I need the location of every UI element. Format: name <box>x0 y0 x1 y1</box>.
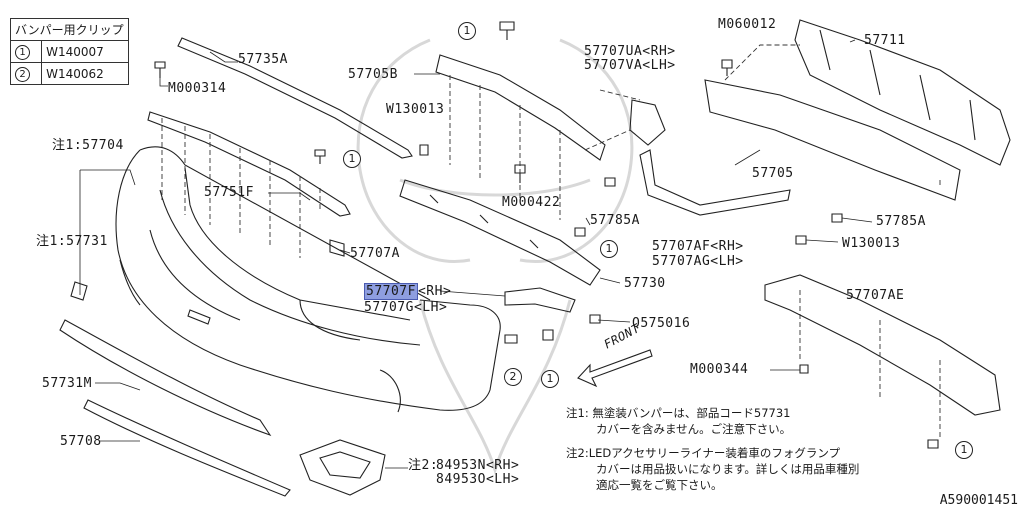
watermark-emblem <box>356 38 634 476</box>
absorber-57707ae <box>764 274 1001 416</box>
part-label-57707ae[interactable]: 57707AE <box>846 288 905 303</box>
part-label-57731m[interactable]: 57731M <box>42 376 92 391</box>
part-label-57707va[interactable]: 57707VA<LH> <box>584 58 676 73</box>
bracket-57707ua <box>629 99 666 146</box>
part-label-57707af[interactable]: 57707AF<RH> <box>652 239 744 254</box>
part-label-w130013[interactable]: W130013 <box>386 102 445 117</box>
fog-cover-84953 <box>299 439 386 496</box>
part-label-q575016[interactable]: Q575016 <box>632 316 691 331</box>
part-label-m000422[interactable]: M000422 <box>502 195 561 210</box>
part-label-m000314[interactable]: M000314 <box>168 81 227 96</box>
part-label-57707g[interactable]: 57707G<LH> <box>364 300 448 315</box>
strip-57708 <box>83 399 291 497</box>
note-2-line-2: カバーは用品扱いになります。詳しくは用品車種別 <box>596 462 860 476</box>
callout-1-icon: 1 <box>600 240 618 258</box>
part-label-57785a-right[interactable]: 57785A <box>876 214 926 229</box>
bracket-57707f <box>504 287 576 313</box>
clip-part-number: W140062 <box>41 62 129 85</box>
callout-1-icon: 1 <box>955 441 973 459</box>
part-label-57707ag[interactable]: 57707AG<LH> <box>652 254 744 269</box>
callout-1-icon: 1 <box>458 22 476 40</box>
part-label-57704[interactable]: 注1:57704 <box>52 138 124 153</box>
part-label-m000344[interactable]: M000344 <box>690 362 749 377</box>
part-label-57705[interactable]: 57705 <box>752 166 794 181</box>
strip-57735a <box>177 37 413 159</box>
callout-1-icon: 1 <box>541 370 559 388</box>
part-label-57785a-left[interactable]: 57785A <box>590 213 640 228</box>
part-label-57711[interactable]: 57711 <box>864 33 906 48</box>
part-label-m060012[interactable]: M060012 <box>718 17 777 32</box>
clip-table-header: バンパー用クリップ <box>10 18 129 41</box>
strip-57751f <box>147 111 351 217</box>
marker-1-icon: 1 <box>15 44 30 60</box>
marker-2-icon: 2 <box>15 66 30 82</box>
front-arrow <box>577 349 653 388</box>
note2-prefix: 注2: <box>408 458 439 473</box>
table-row: 1 W140007 <box>9 40 129 63</box>
beam-57705b <box>435 54 606 161</box>
part-label-57751f[interactable]: 57751F <box>204 185 254 200</box>
part-label-57705b[interactable]: 57705B <box>348 67 398 82</box>
note-2-line-1: 注2:LEDアクセサリーライナー装着車のフォグランプ <box>566 446 841 460</box>
lower-strip-57731m <box>59 319 272 437</box>
part-label-w130013-right[interactable]: W130013 <box>842 236 901 251</box>
table-row: 2 W140062 <box>9 62 129 85</box>
note-1-line-2: カバーを含みません。ご注意下さい。 <box>596 422 792 436</box>
bracket-57707af <box>639 149 791 216</box>
beam-57730 <box>399 179 601 286</box>
note-2-line-3: 適応一覧をご覧下さい。 <box>596 478 723 492</box>
part-label-84953o[interactable]: 84953O<LH> <box>436 472 520 487</box>
callout-1-icon: 1 <box>343 150 361 168</box>
part-label-57708[interactable]: 57708 <box>60 434 102 449</box>
highlighted-part-57707f[interactable]: 57707F <box>364 283 418 300</box>
part-side-rh: <RH> <box>417 284 452 299</box>
part-label-57731[interactable]: 注1:57731 <box>36 234 108 249</box>
part-label-57707a[interactable]: 57707A <box>350 246 400 261</box>
part-label-84953n[interactable]: 84953N<RH> <box>436 458 520 473</box>
callout-2-icon: 2 <box>504 368 522 386</box>
cover-57731 <box>70 281 88 301</box>
part-label-57730[interactable]: 57730 <box>624 276 666 291</box>
reinforcement-57705 <box>704 79 961 201</box>
bracket-57707a <box>329 239 345 257</box>
absorber-57711 <box>794 19 1011 166</box>
leader-lines <box>79 39 873 469</box>
diagram-reference-code: A590001451 <box>939 493 1018 508</box>
note-1-line-1: 注1: 無塗装バンパーは、部品コード57731 <box>566 406 791 420</box>
clip-part-number: W140007 <box>41 40 129 63</box>
clip-table: バンパー用クリップ 1 W140007 2 W140062 <box>9 18 129 85</box>
fasteners <box>314 21 939 449</box>
part-label-57707ua[interactable]: 57707UA<RH> <box>584 44 676 59</box>
part-label-57707f[interactable]: 57707F<RH> <box>364 283 452 300</box>
bumper-face-57704 <box>115 146 501 413</box>
part-label-57735a[interactable]: 57735A <box>238 52 288 67</box>
